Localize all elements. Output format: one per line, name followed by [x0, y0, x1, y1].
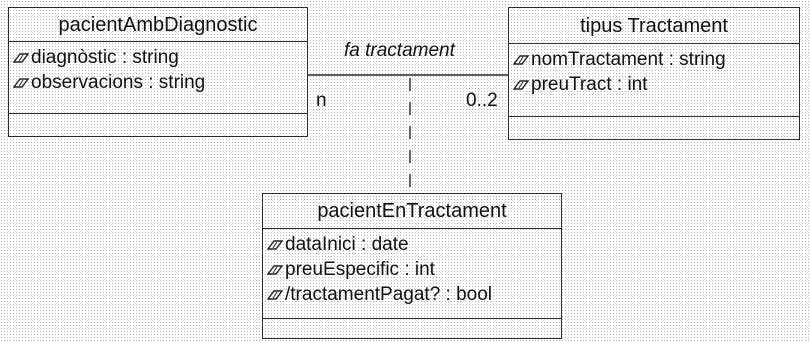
class-attributes: diagnòstic : string observacions : strin…	[9, 42, 307, 114]
class-name: pacientEnTractament	[263, 194, 561, 229]
class-attributes: dataInici : date preuEspecific : int /tr…	[263, 229, 561, 319]
attribute-row: preuTract : int	[509, 72, 799, 97]
attribute-row: observacions : string	[9, 70, 307, 95]
attribute-text: /tractamentPagat? : bool	[285, 284, 493, 305]
attribute-diamond-icon	[267, 288, 284, 301]
attribute-text: nomTractament : string	[531, 49, 726, 70]
attribute-diamond-icon	[267, 263, 284, 276]
class-name: tipus Tractament	[509, 8, 799, 44]
attribute-row: dataInici : date	[263, 232, 561, 257]
attribute-diamond-icon	[267, 238, 284, 251]
attribute-text: diagnòstic : string	[31, 47, 179, 68]
attribute-row: diagnòstic : string	[9, 45, 307, 70]
attribute-diamond-icon	[513, 53, 530, 66]
attribute-text: preuTract : int	[531, 74, 648, 95]
attribute-row: /tractamentPagat? : bool	[263, 282, 561, 307]
attribute-diamond-icon	[13, 76, 30, 89]
attribute-row: preuEspecific : int	[263, 257, 561, 282]
class-name: pacientAmbDiagnostic	[9, 8, 307, 42]
class-attributes: nomTractament : string preuTract : int	[509, 44, 799, 117]
attribute-text: observacions : string	[31, 72, 206, 93]
attribute-text: dataInici : date	[285, 234, 409, 255]
class-tipusTractament[interactable]: tipus Tractament nomTractament : string …	[508, 7, 800, 140]
attribute-text: preuEspecific : int	[285, 259, 435, 280]
association-name: fa tractament	[344, 40, 455, 61]
attribute-diamond-icon	[513, 78, 530, 91]
left-multiplicity: n	[316, 90, 327, 111]
attribute-diamond-icon	[13, 51, 30, 64]
class-pacientAmbDiagnostic[interactable]: pacientAmbDiagnostic diagnòstic : string…	[8, 7, 308, 137]
class-pacientEnTractament[interactable]: pacientEnTractament dataInici : date pre…	[262, 193, 562, 339]
right-multiplicity: 0..2	[466, 90, 498, 111]
attribute-row: nomTractament : string	[509, 47, 799, 72]
